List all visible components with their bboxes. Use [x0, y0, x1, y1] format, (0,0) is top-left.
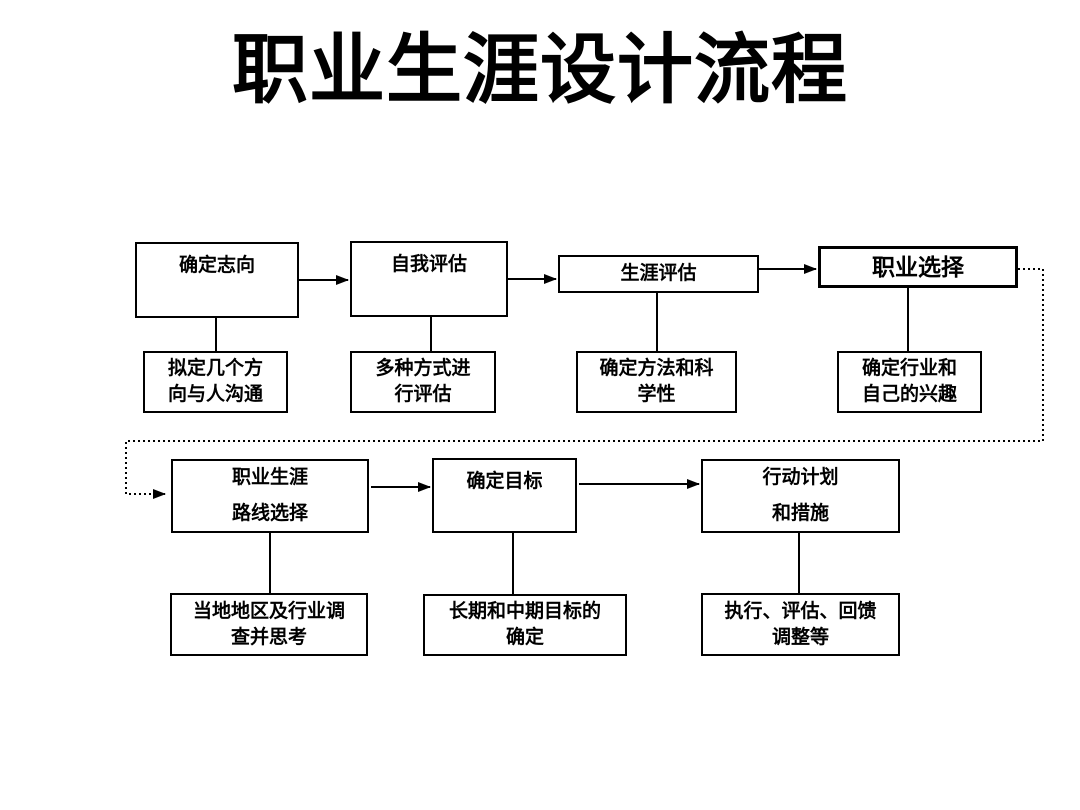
- subnode-text-line1: 长期和中期目标的: [448, 601, 601, 622]
- page-title: 职业生涯设计流程: [232, 25, 848, 114]
- subnode-text-line2: 学性: [637, 384, 676, 405]
- subnode-text-line1: 当地地区及行业调: [192, 600, 345, 622]
- subnode-text-line2: 查并思考: [230, 626, 307, 648]
- node-label: 生涯评估: [620, 263, 697, 284]
- node-label: 自我评估: [390, 254, 467, 275]
- subnode-text-line2: 调整等: [771, 626, 829, 648]
- subnode-text-line1: 拟定几个方: [167, 358, 263, 379]
- subnode-text-line1: 多种方式进: [375, 358, 471, 379]
- node-label-line2: 和措施: [771, 503, 829, 524]
- subnode-scientific-method: 确定方法和科 学性: [576, 351, 737, 413]
- node-label-line1: 行动计划: [762, 467, 839, 488]
- subnode-multiple-methods: 多种方式进 行评估: [350, 351, 496, 413]
- subnode-long-mid-term-goals: 长期和中期目标的 确定: [423, 594, 627, 656]
- node-determine-aspiration: 确定志向: [135, 242, 299, 318]
- node-label: 确定志向: [178, 255, 255, 276]
- node-label-line1: 职业生涯: [231, 467, 308, 488]
- node-action-plan: 行动计划 和措施: [701, 459, 900, 533]
- subnode-execute-evaluate-feedback: 执行、评估、回馈 调整等: [701, 593, 900, 656]
- subnode-draft-directions: 拟定几个方 向与人沟通: [143, 351, 288, 413]
- subnode-text-line1: 确定行业和: [861, 358, 957, 379]
- node-label: 职业选择: [872, 254, 964, 280]
- subnode-industry-interest: 确定行业和 自己的兴趣: [837, 351, 982, 413]
- subnode-local-industry-research: 当地地区及行业调 查并思考: [170, 593, 368, 656]
- node-label: 确定目标: [466, 471, 543, 492]
- subnode-text-line1: 执行、评估、回馈: [724, 600, 877, 622]
- node-career-choice: 职业选择: [818, 246, 1018, 288]
- dotted-loop-career-choice-to-route-selection: [125, 268, 1044, 499]
- subnode-text-line1: 确定方法和科: [599, 358, 714, 379]
- subnode-text-line2: 向与人沟通: [167, 384, 263, 405]
- node-career-assessment: 生涯评估: [558, 255, 759, 293]
- node-label-line2: 路线选择: [231, 503, 308, 524]
- node-career-route-selection: 职业生涯 路线选择: [171, 459, 369, 533]
- subnode-text-line2: 行评估: [394, 384, 452, 405]
- node-set-goals: 确定目标: [432, 458, 577, 533]
- node-self-assessment: 自我评估: [350, 241, 508, 317]
- subnode-text-line2: 自己的兴趣: [861, 384, 957, 405]
- subnode-text-line2: 确定: [505, 627, 544, 648]
